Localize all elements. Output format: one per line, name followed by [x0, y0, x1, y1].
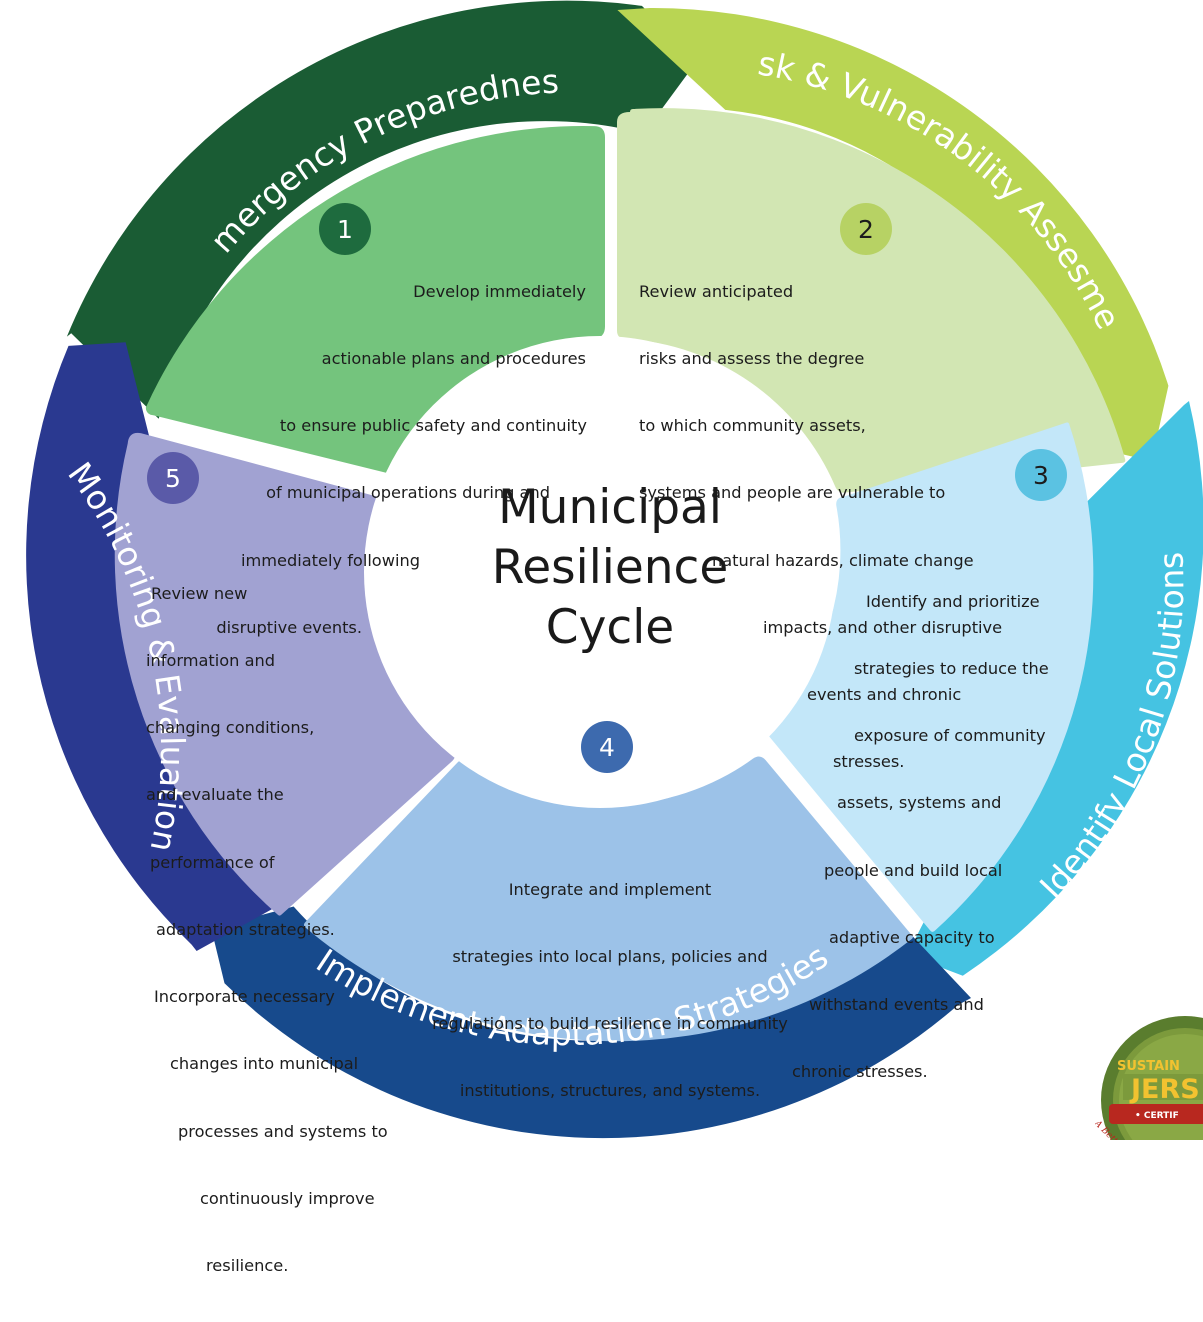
stage-5-line: resilience. — [206, 1256, 289, 1275]
stage-1-line: immediately following — [241, 550, 420, 570]
stage-1-description: Develop immediately actionable plans and… — [200, 236, 595, 684]
stage-2-line: stresses. — [833, 752, 905, 772]
stage-1-line: Develop immediately — [413, 281, 586, 301]
panel-emergency-preparedness — [145, 125, 606, 476]
stage-5-line: adaptation strategies. — [156, 919, 335, 939]
stage-4-description: Integrate and implement strategies into … — [380, 834, 840, 1148]
stage-3-line: chronic stresses. — [792, 1062, 928, 1082]
stage-5-line: continuously improve — [200, 1188, 375, 1208]
stage-3-line: withstand events and — [809, 995, 984, 1015]
step-number-1: 1 — [337, 215, 353, 244]
step-number-3: 3 — [1033, 461, 1049, 490]
stage-1-line: disruptive events. — [216, 617, 362, 637]
cycle-title-line-2: Resilience — [491, 540, 729, 595]
step-number-2: 2 — [858, 215, 874, 244]
panel-implement-adaptation — [303, 756, 913, 1042]
stage-3-line: exposure of community — [854, 726, 1046, 746]
stage-5-line: changing conditions, — [146, 718, 315, 738]
stage-2-line: risks and assess the degree — [639, 349, 865, 369]
stage-1-line: to ensure public safety and continuity — [279, 416, 587, 436]
stage-3-line: Identify and prioritize — [866, 591, 1040, 611]
stage-2-line: impacts, and other disruptive — [763, 617, 1003, 637]
cycle-title-line-1: Municipal — [498, 480, 722, 535]
cycle-title: Municipal Resilience Cycle — [400, 478, 820, 658]
stage-5-line: processes and systems to — [178, 1121, 388, 1141]
stage-5-line: Review new — [151, 583, 248, 603]
stage-5-line: and evaluate the — [146, 785, 284, 805]
step-badge-2: 2 — [840, 203, 892, 255]
step-number-4: 4 — [599, 733, 615, 762]
seal-text-main: JERS — [1129, 1074, 1200, 1105]
stage-3-description: Identify and prioritize strategies to re… — [792, 546, 1092, 1129]
stage-5-line: Incorporate necessary — [154, 987, 335, 1007]
stage-1-line: of municipal operations during and — [266, 483, 550, 503]
stage-2-line: natural hazards, climate change — [712, 550, 974, 570]
seal-text-top: SUSTAIN — [1117, 1059, 1180, 1074]
step-badge-5: 5 — [147, 452, 199, 504]
stage-2-line: events and chronic — [807, 685, 962, 705]
stage-3-line: people and build local — [824, 860, 1003, 880]
stage-3-line: adaptive capacity to — [829, 927, 995, 947]
panel-identify-local-solutions — [765, 422, 1094, 932]
step-badge-1: 1 — [319, 203, 371, 255]
stage-5-line: information and — [146, 651, 276, 671]
cycle-title-line-3: Cycle — [545, 600, 675, 655]
stage-1-line: actionable plans and procedures — [321, 349, 586, 369]
stage-2-description: Review anticipated risks and assess the … — [639, 236, 1059, 819]
stage-2-line: to which community assets, — [639, 416, 866, 436]
step-badge-4: 4 — [581, 721, 633, 773]
arrow-emergency-preparedness — [66, 0, 698, 419]
seal-text-certified: • CERTIF — [1135, 1111, 1179, 1121]
panel-risk-vulnerability — [617, 108, 1126, 493]
step-badge-3: 3 — [1015, 449, 1067, 501]
stage-4-line: regulations to build resilience in commu… — [432, 1014, 788, 1034]
stage-5-description: Review new information and changing cond… — [146, 538, 426, 1322]
sustainable-jersey-seal: SUSTAIN JERS • CERTIF A Bett — [1095, 1016, 1203, 1140]
stage-3-line: strategies to reduce the — [854, 659, 1049, 679]
arrow-risk-vulnerability — [617, 7, 1169, 462]
stage-4-line: strategies into local plans, policies an… — [452, 947, 768, 967]
stage-4-line: Integrate and implement — [508, 879, 712, 899]
stage-2-line: Review anticipated — [639, 281, 794, 301]
stage-4-line: institutions, structures, and systems. — [459, 1081, 761, 1101]
stage-2-line: systems and people are vulnerable to — [639, 483, 946, 503]
arrow-monitoring-evaluation — [26, 342, 282, 951]
center-circle — [364, 336, 836, 808]
stage-3-line: assets, systems and — [837, 793, 1002, 813]
stage-5-line: performance of — [150, 852, 275, 872]
arrow-identify-local-solutions — [907, 401, 1203, 976]
arrow-implement-adaptation — [211, 906, 971, 1139]
step-number-5: 5 — [165, 464, 181, 493]
stage-5-line: changes into municipal — [170, 1054, 359, 1074]
